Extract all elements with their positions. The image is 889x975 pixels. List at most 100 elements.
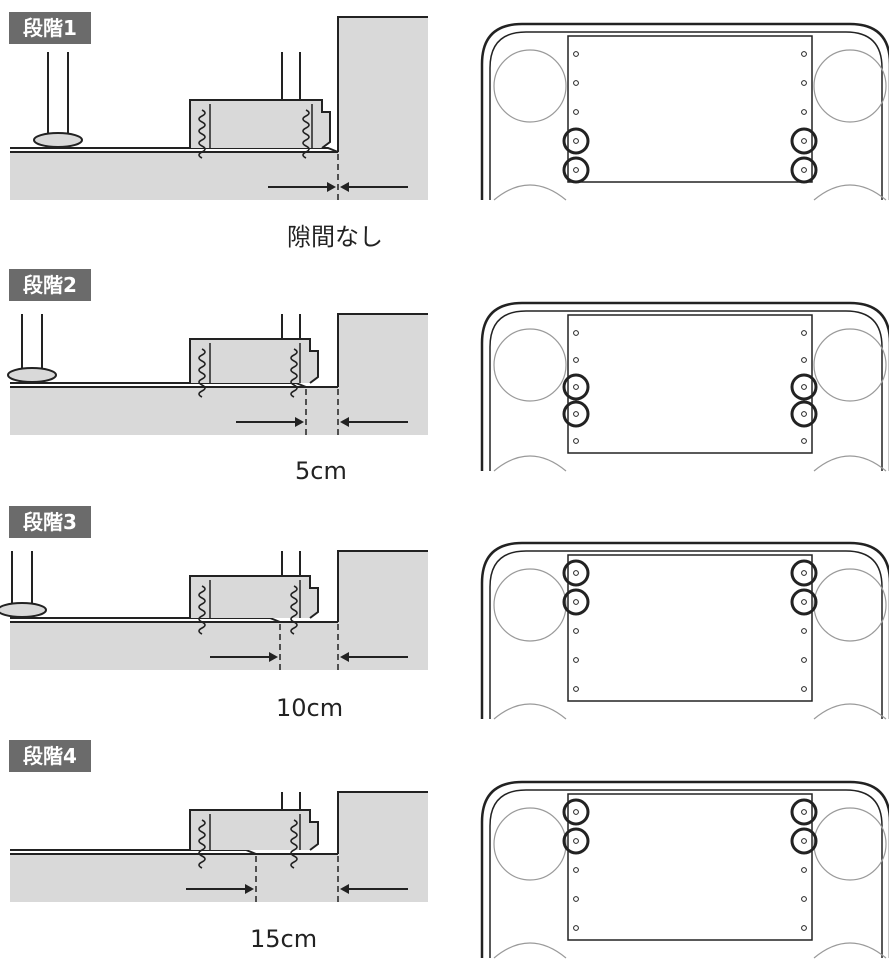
arrow-head <box>269 652 278 662</box>
frame-inner <box>489 789 883 958</box>
wall-outline <box>337 313 428 387</box>
arrow-head <box>340 182 349 192</box>
frame-inner <box>489 550 883 719</box>
hole <box>573 896 579 902</box>
highlight-circle <box>562 373 590 401</box>
stage-label: 段階1 <box>9 12 91 44</box>
hole <box>801 438 807 444</box>
spring-icon <box>198 819 206 869</box>
frame-outline <box>480 780 889 958</box>
hole <box>801 686 807 692</box>
stand-foot <box>7 367 57 383</box>
top-view-diagram <box>480 301 889 472</box>
corner-pad <box>493 703 567 720</box>
stage-2: 段階2 5cm <box>0 269 889 504</box>
stage-1: 段階1 隙間なし <box>0 12 889 251</box>
corner-pad <box>493 328 567 402</box>
hole <box>573 438 579 444</box>
highlight-circle <box>790 127 818 155</box>
stand-foot <box>0 602 47 618</box>
hole <box>801 330 807 336</box>
tray-body <box>189 338 319 384</box>
spring-icon <box>198 348 206 398</box>
floor <box>10 387 338 435</box>
side-view-diagram <box>10 16 428 204</box>
floor <box>10 854 338 902</box>
side-view-diagram <box>10 791 428 906</box>
hole <box>801 599 807 605</box>
floor <box>10 152 338 200</box>
corner-pad <box>813 942 887 959</box>
corner-pad <box>493 455 567 472</box>
corner-pad <box>813 807 887 881</box>
highlight-circle <box>562 588 590 616</box>
frame-outline <box>480 541 889 719</box>
plate <box>567 554 813 702</box>
spring-icon <box>198 585 206 635</box>
spring-icon <box>290 819 298 869</box>
corner-pad <box>813 568 887 642</box>
hole <box>801 384 807 390</box>
hole <box>573 686 579 692</box>
hole <box>801 838 807 844</box>
gap-label: 15cm <box>250 925 318 953</box>
top-view-diagram <box>480 541 889 720</box>
arrow-head <box>340 652 349 662</box>
corner-pad <box>493 184 567 201</box>
hole <box>801 570 807 576</box>
frame-inner <box>489 310 883 471</box>
highlight-circle <box>790 400 818 428</box>
hole <box>801 138 807 144</box>
corner-pad <box>493 49 567 123</box>
spring-icon <box>198 109 206 159</box>
spring-icon <box>290 348 298 398</box>
highlight-circle <box>790 798 818 826</box>
hole <box>573 599 579 605</box>
highlight-circle <box>790 156 818 184</box>
hole <box>573 330 579 336</box>
hole <box>801 809 807 815</box>
highlight-circle <box>562 156 590 184</box>
hole <box>801 109 807 115</box>
hole <box>801 628 807 634</box>
stage-label: 段階4 <box>9 740 91 772</box>
hole <box>573 411 579 417</box>
side-view-diagram <box>0 550 428 674</box>
frame-outline <box>480 22 889 200</box>
hole <box>801 411 807 417</box>
corner-pad <box>813 184 887 201</box>
highlight-circle <box>790 373 818 401</box>
wall-outline <box>337 550 428 622</box>
frame-inner <box>489 31 883 200</box>
highlight-circle <box>790 827 818 855</box>
plate <box>567 314 813 454</box>
stage-label: 段階3 <box>9 506 91 538</box>
arrow-head <box>295 417 304 427</box>
hole <box>573 809 579 815</box>
hole <box>801 80 807 86</box>
gap-label: 10cm <box>276 694 344 722</box>
hole <box>573 357 579 363</box>
hole <box>573 867 579 873</box>
top-view-diagram <box>480 780 889 959</box>
corner-pad <box>813 49 887 123</box>
stage-4: 段階4 15cm <box>0 740 889 975</box>
gap-label: 隙間なし <box>287 223 383 251</box>
tray-body <box>189 575 319 619</box>
stage-3: 段階3 10cm <box>0 506 889 741</box>
hole <box>801 51 807 57</box>
hole <box>801 657 807 663</box>
highlight-circle <box>562 827 590 855</box>
plate <box>567 35 813 183</box>
arrow-head <box>245 884 254 894</box>
hole <box>801 896 807 902</box>
gap-label: 5cm <box>295 457 347 485</box>
hole <box>573 628 579 634</box>
corner-pad <box>813 703 887 720</box>
floor <box>10 622 338 670</box>
corner-pad <box>813 328 887 402</box>
plate <box>567 793 813 941</box>
tray-body <box>189 809 319 851</box>
highlight-circle <box>562 127 590 155</box>
hole <box>573 51 579 57</box>
